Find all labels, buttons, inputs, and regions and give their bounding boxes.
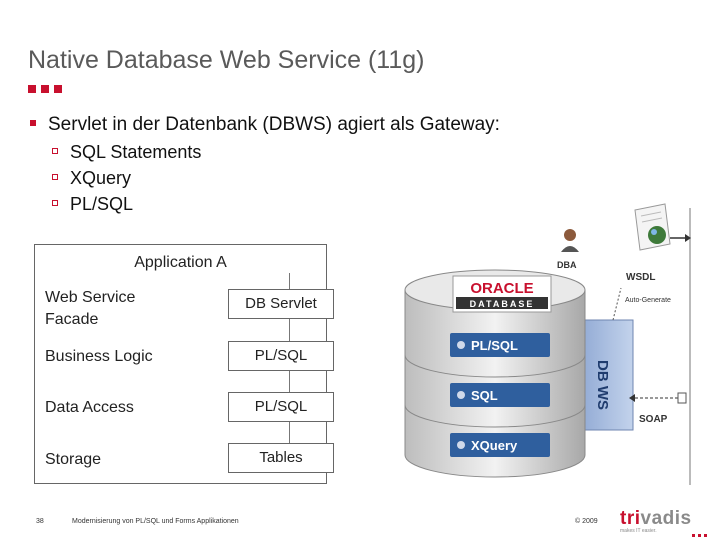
module-tables: Tables xyxy=(228,443,334,473)
trivadis-logo: trivadis makes IT easier. xyxy=(620,508,707,537)
db-layer-sql: SQL xyxy=(471,388,498,403)
dbws-label: DB WS xyxy=(594,360,611,410)
wsdl-label: WSDL xyxy=(626,272,655,283)
logo-suffix: vadis xyxy=(640,508,692,529)
soap-label: SOAP xyxy=(639,414,668,425)
logo-dots xyxy=(692,534,707,537)
module-plsql-business: PL/SQL xyxy=(228,341,334,371)
sub-bullet-text: XQuery xyxy=(70,168,132,188)
sub-bullet: PL/SQL xyxy=(52,194,133,215)
logo-prefix: tri xyxy=(620,508,641,529)
oracle-database-logo: ORACLE DATABASE xyxy=(452,275,552,313)
bullet-square-icon xyxy=(30,119,36,126)
oracle-dbws-illustration: DB WS XQuery SQL PL/SQL ORACLE DATABASE … xyxy=(404,203,691,485)
module-plsql-data-access: PL/SQL xyxy=(228,392,334,422)
db-layer-plsql: PL/SQL xyxy=(471,338,518,353)
layer-label-web-service-facade: Web Service Facade xyxy=(45,289,136,328)
oracle-brand-sub: DATABASE xyxy=(470,299,535,309)
slide-title: Native Database Web Service (11g) xyxy=(28,46,425,74)
bullet-square-outline-icon xyxy=(52,174,58,181)
application-box: Application A Web Service Facade Busines… xyxy=(34,244,334,484)
layer-label-storage: Storage xyxy=(45,451,102,468)
bullet-square-outline-icon xyxy=(52,200,58,207)
title-accent-dots xyxy=(28,85,62,93)
copyright: © 2009 xyxy=(575,518,598,525)
application-title: Application A xyxy=(134,254,227,271)
connector-line xyxy=(289,273,290,289)
db-layer-xquery: XQuery xyxy=(471,438,518,453)
dba-label: DBA xyxy=(557,260,577,270)
page-number: 38 xyxy=(36,518,44,525)
connector-line xyxy=(289,422,290,443)
wsdl-document-icon xyxy=(634,203,671,251)
auto-generate-arrow xyxy=(612,287,622,321)
sub-bullet-text: PL/SQL xyxy=(70,194,134,214)
soap-message-icon xyxy=(677,392,687,404)
layer-label-business-logic: Business Logic xyxy=(45,348,153,365)
sub-bullet: XQuery xyxy=(52,168,131,189)
module-db-servlet: DB Servlet xyxy=(228,289,334,319)
main-bullet-text: Servlet in der Datenbank (DBWS) agiert a… xyxy=(48,114,500,135)
layer-label-data-access: Data Access xyxy=(45,399,134,416)
oracle-brand: ORACLE xyxy=(470,280,533,297)
connector-line xyxy=(289,371,290,392)
footer-text: Modernisierung von PL/SQL und Forms Appl… xyxy=(72,518,239,525)
auto-generate-label: Auto-Generate xyxy=(625,297,671,304)
connector-line xyxy=(289,319,290,341)
main-bullet: Servlet in der Datenbank (DBWS) agiert a… xyxy=(30,114,500,136)
dba-person-icon xyxy=(561,229,579,252)
bullet-square-outline-icon xyxy=(52,148,58,155)
logo-tagline: makes IT easier. xyxy=(620,528,657,534)
sub-bullet-text: SQL Statements xyxy=(70,142,202,162)
sub-bullet: SQL Statements xyxy=(52,142,201,163)
dbws-panel xyxy=(577,319,634,431)
